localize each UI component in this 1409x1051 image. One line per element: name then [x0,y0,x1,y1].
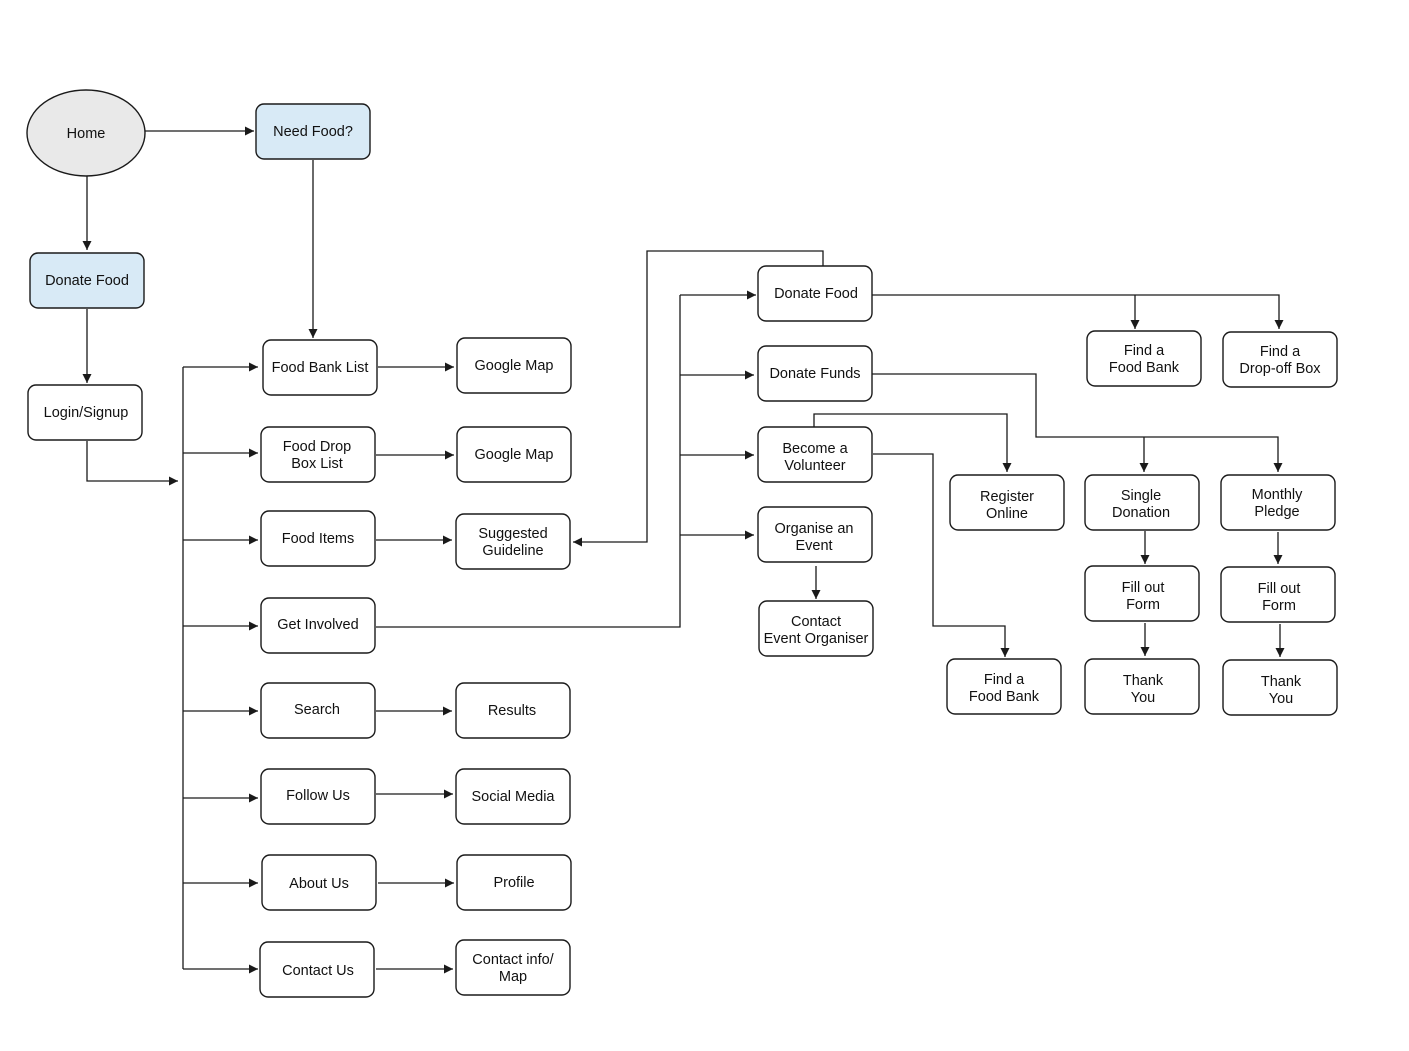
node-find-drop-off-box-line2: Drop-off Box [1239,361,1321,377]
node-register-online: Register Online [949,474,1065,531]
node-find-food-bank-2: Find a Food Bank [946,658,1062,715]
node-food-drop-box-list: Food Drop Box List [260,426,376,483]
node-need-food: Need Food? [255,103,371,160]
node-gi-donate-funds-label: Donate Funds [769,366,860,382]
nodes: Home Need Food? Donate Food Login/Signup… [26,89,1338,998]
node-contact-us: Contact Us [259,941,375,998]
connector-donate-funds-bus [872,373,1283,472]
node-become-volunteer-line2: Volunteer [784,458,845,474]
node-food-drop-box-list-line1: Food Drop [283,439,352,455]
node-thank-you-1-line1: Thank [1123,673,1164,689]
node-google-map-2: Google Map [456,426,572,483]
node-find-food-bank-1-line1: Find a [1124,343,1165,359]
node-home: Home [26,89,146,177]
node-gi-donate-funds: Donate Funds [757,345,873,402]
node-need-food-label: Need Food? [273,124,353,140]
connector-login-bus [86,441,178,486]
node-find-food-bank-2-line1: Find a [984,672,1025,688]
connector-donate-food-finds [872,294,1284,329]
node-contact-event-organiser: Contact Event Organiser [758,600,874,657]
node-donate-food: Donate Food [29,252,145,309]
node-food-bank-list-label: Food Bank List [272,360,369,376]
node-thank-you-2-line2: You [1269,691,1293,707]
node-contact-info-map-line2: Map [499,969,527,985]
node-fill-out-form-1-line2: Form [1126,597,1160,613]
node-get-involved-label: Get Involved [277,617,358,633]
node-profile-label: Profile [493,875,534,891]
node-food-bank-list: Food Bank List [262,339,378,396]
node-monthly-pledge-line1: Monthly [1252,487,1304,503]
node-suggested-guideline: Suggested Guideline [455,513,571,570]
node-fill-out-form-1: Fill out Form [1084,565,1200,622]
node-suggested-guideline-line2: Guideline [482,543,543,559]
node-google-map-1: Google Map [456,337,572,394]
node-register-online-line1: Register [980,489,1034,505]
node-login-signup: Login/Signup [27,384,143,441]
node-organise-event: Organise an Event [757,506,873,563]
node-contact-info-map: Contact info/ Map [455,939,571,996]
node-monthly-pledge: Monthly Pledge [1220,474,1336,531]
node-become-volunteer-line1: Become a [782,441,848,457]
node-results-label: Results [488,703,536,719]
node-about-us: About Us [261,854,377,911]
node-contact-us-label: Contact Us [282,963,354,979]
node-profile: Profile [456,854,572,911]
node-follow-us: Follow Us [260,768,376,825]
node-organise-event-line1: Organise an [775,521,854,537]
node-login-signup-label: Login/Signup [44,405,129,421]
node-find-food-bank-1: Find a Food Bank [1086,330,1202,387]
node-donate-food-label: Donate Food [45,273,129,289]
node-search-label: Search [294,702,340,718]
node-monthly-pledge-line2: Pledge [1254,504,1299,520]
node-fill-out-form-1-line1: Fill out [1122,580,1165,596]
connector-volunteer-register [813,413,1012,472]
node-food-items-label: Food Items [282,531,355,547]
node-organise-event-line2: Event [795,538,832,554]
node-get-involved: Get Involved [260,597,376,654]
node-find-drop-off-box: Find a Drop-off Box [1222,331,1338,388]
connector-get-involved-bus [376,295,681,628]
node-thank-you-1: Thank You [1084,658,1200,715]
node-thank-you-2: Thank You [1222,659,1338,716]
node-social-media-label: Social Media [471,789,555,805]
node-thank-you-2-line1: Thank [1261,674,1302,690]
node-thank-you-1-line2: You [1131,690,1155,706]
node-google-map-1-label: Google Map [475,358,554,374]
node-results: Results [455,682,571,739]
node-follow-us-label: Follow Us [286,788,350,804]
node-social-media: Social Media [455,768,571,825]
node-suggested-guideline-line1: Suggested [478,526,547,542]
node-register-online-line2: Online [986,506,1028,522]
node-fill-out-form-2-line1: Fill out [1258,581,1301,597]
node-find-food-bank-1-line2: Food Bank [1109,360,1180,376]
node-food-drop-box-list-line2: Box List [291,456,343,472]
node-about-us-label: About Us [289,876,349,892]
node-contact-event-organiser-line2: Event Organiser [764,631,869,647]
node-single-donation: Single Donation [1084,474,1200,531]
node-find-food-bank-2-line2: Food Bank [969,689,1040,705]
node-home-label: Home [67,126,106,142]
node-gi-donate-food-label: Donate Food [774,286,858,302]
node-contact-info-map-line1: Contact info/ [472,952,554,968]
node-become-volunteer: Become a Volunteer [757,426,873,483]
node-single-donation-line2: Donation [1112,505,1170,521]
node-find-drop-off-box-line1: Find a [1260,344,1301,360]
connector-volunteer-find-bank [873,453,1010,657]
node-fill-out-form-2: Fill out Form [1220,566,1336,623]
connector-donate-food-guideline [573,250,824,547]
node-search: Search [260,682,376,739]
node-fill-out-form-2-line2: Form [1262,598,1296,614]
connectors [82,126,1285,974]
node-single-donation-line1: Single [1121,488,1161,504]
node-contact-event-organiser-line1: Contact [791,614,841,630]
node-gi-donate-food: Donate Food [757,265,873,322]
node-food-items: Food Items [260,510,376,567]
node-google-map-2-label: Google Map [475,447,554,463]
